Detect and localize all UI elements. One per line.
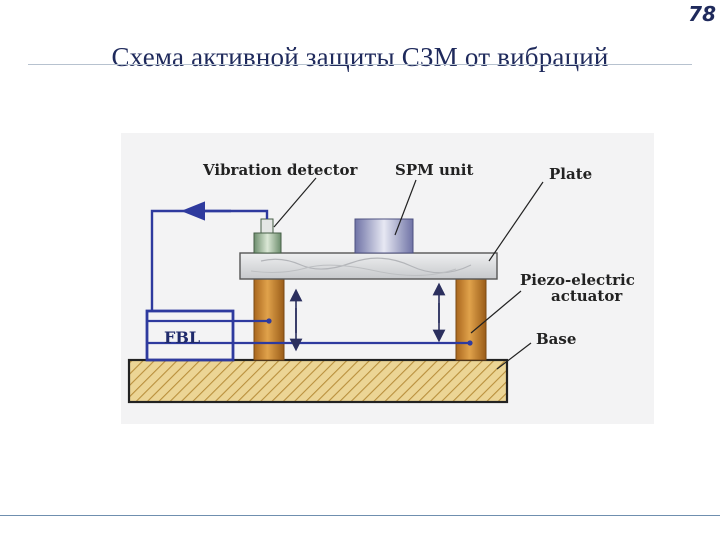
page-number: 78 <box>688 2 716 26</box>
piezo-actuator-right <box>455 278 487 361</box>
plate <box>239 252 498 280</box>
slide-title: Схема активной защиты СЗМ от вибраций <box>111 42 609 72</box>
spm-unit <box>354 218 414 254</box>
label-piezo-line1: Piezo-electric <box>520 271 635 289</box>
leader-plate <box>488 181 544 262</box>
leader-vibration-detector <box>273 177 317 228</box>
label-vibration-detector: Vibration detector <box>202 161 359 179</box>
footer-line <box>0 515 720 516</box>
vibration-protection-diagram: Vibration detector SPM unit Plate Piezo-… <box>121 133 654 424</box>
title-underline <box>28 64 692 65</box>
vibration-detector <box>253 232 282 254</box>
label-fbl: FBL <box>164 328 200 347</box>
fbl-box <box>145 309 235 362</box>
leader-base <box>496 342 532 370</box>
label-base: Base <box>536 330 576 348</box>
leader-piezo <box>470 290 522 334</box>
diagram-canvas: Vibration detector SPM unit Plate Piezo-… <box>127 161 635 404</box>
vibration-detector-sensor <box>260 218 274 234</box>
leader-spm-unit <box>394 179 417 236</box>
label-plate: Plate <box>549 165 592 183</box>
label-piezo-line2: actuator <box>551 287 623 305</box>
label-spm-unit: SPM unit <box>395 161 473 179</box>
base-block <box>127 358 509 404</box>
